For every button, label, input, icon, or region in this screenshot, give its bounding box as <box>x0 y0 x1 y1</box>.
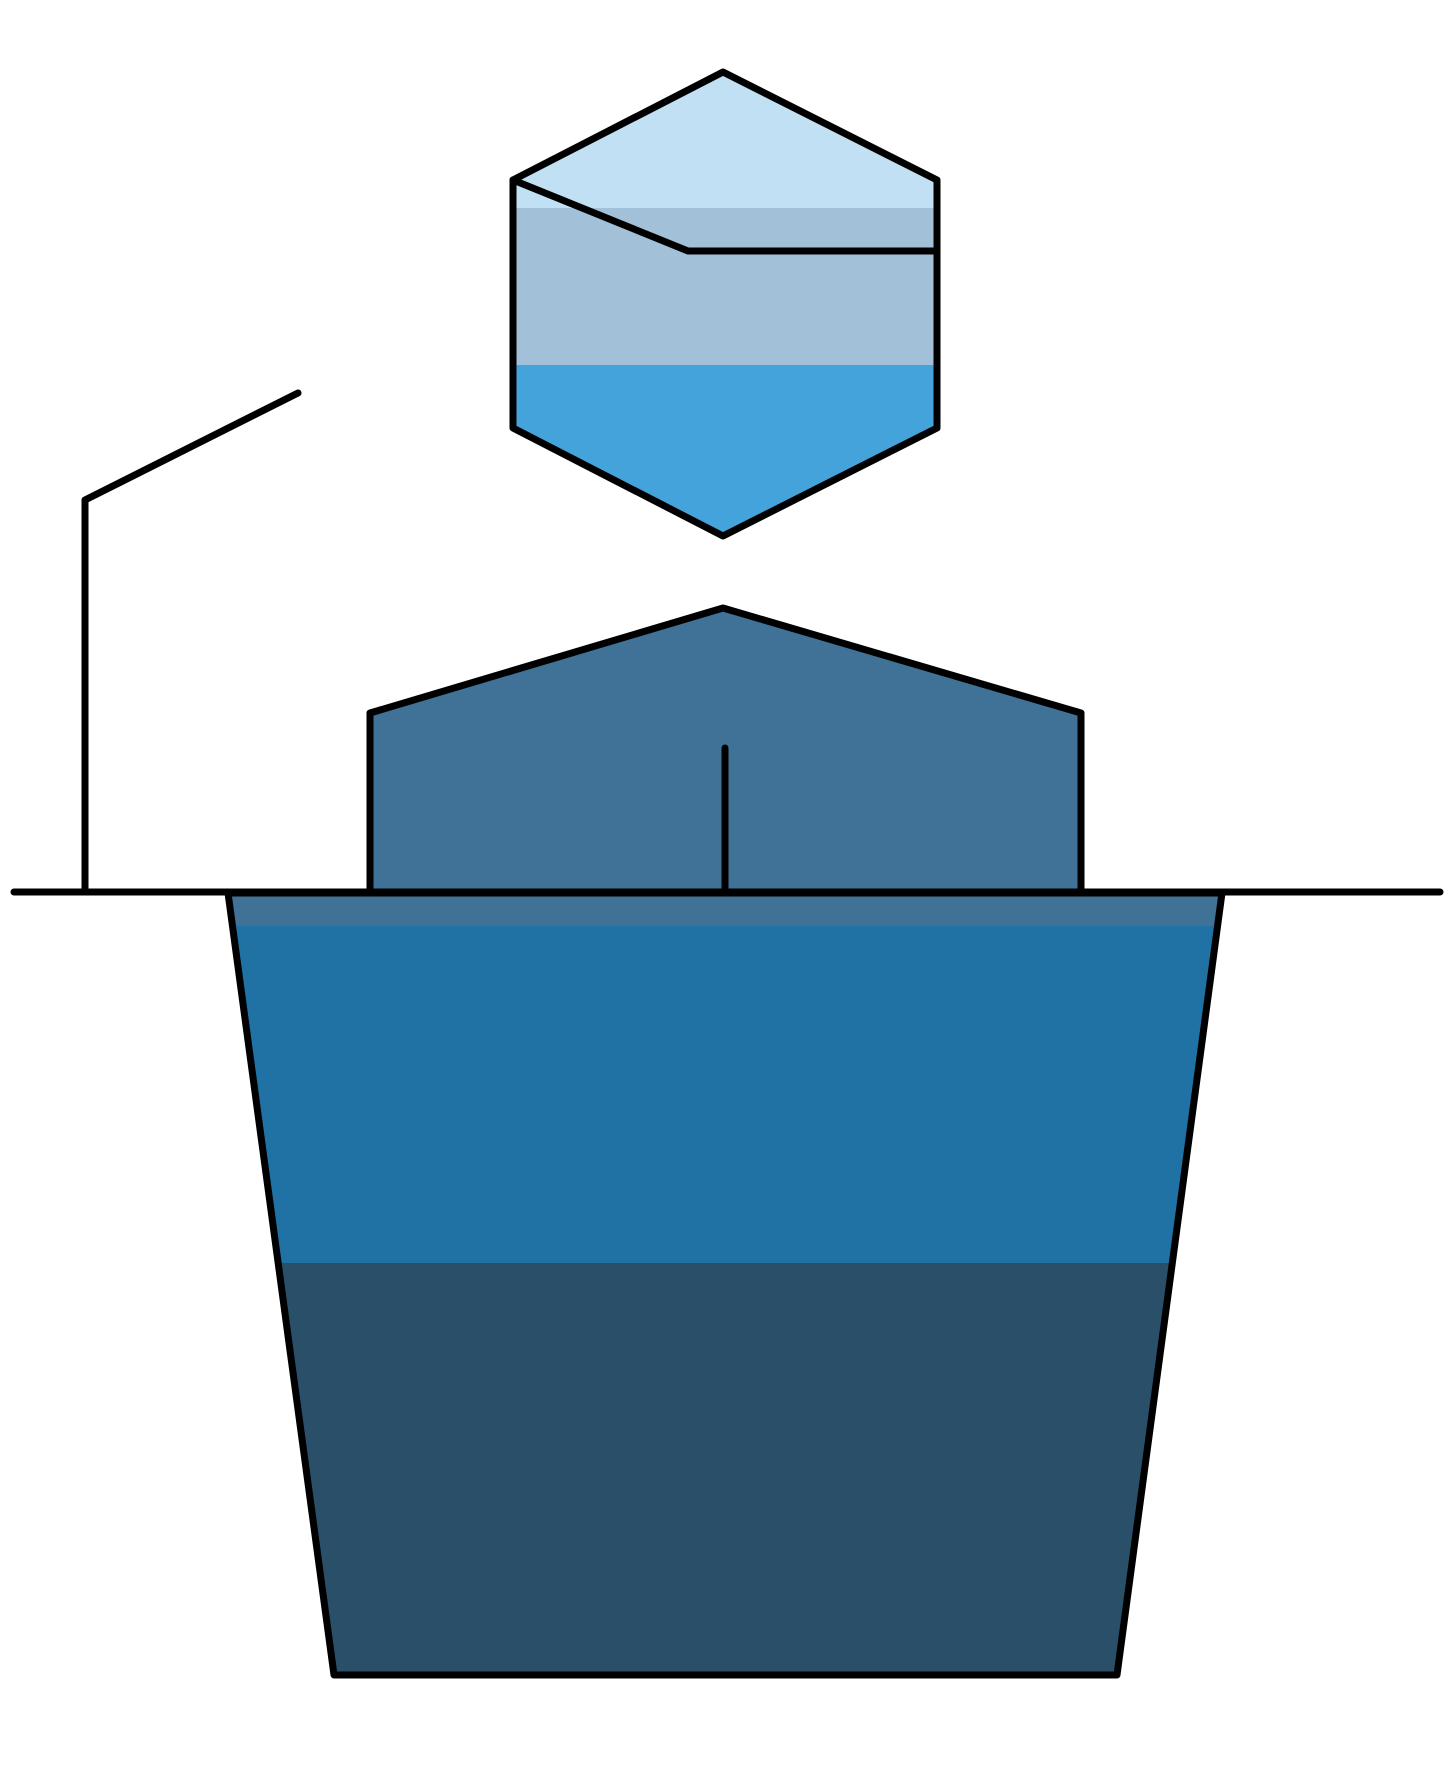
hexagon-top-band <box>513 72 937 208</box>
hexagon-middle-band <box>513 208 937 365</box>
basin-top-strip <box>228 893 1222 926</box>
basin-upper-band <box>228 926 1222 1263</box>
side-shelter-icon <box>81 389 302 896</box>
hexagon-tank-icon <box>509 68 941 540</box>
house-roof-icon <box>366 604 1085 896</box>
hexagon-inner-fold-line <box>509 176 941 255</box>
basin-lower-band <box>228 1263 1222 1675</box>
buried-basin-icon <box>224 889 1226 1679</box>
